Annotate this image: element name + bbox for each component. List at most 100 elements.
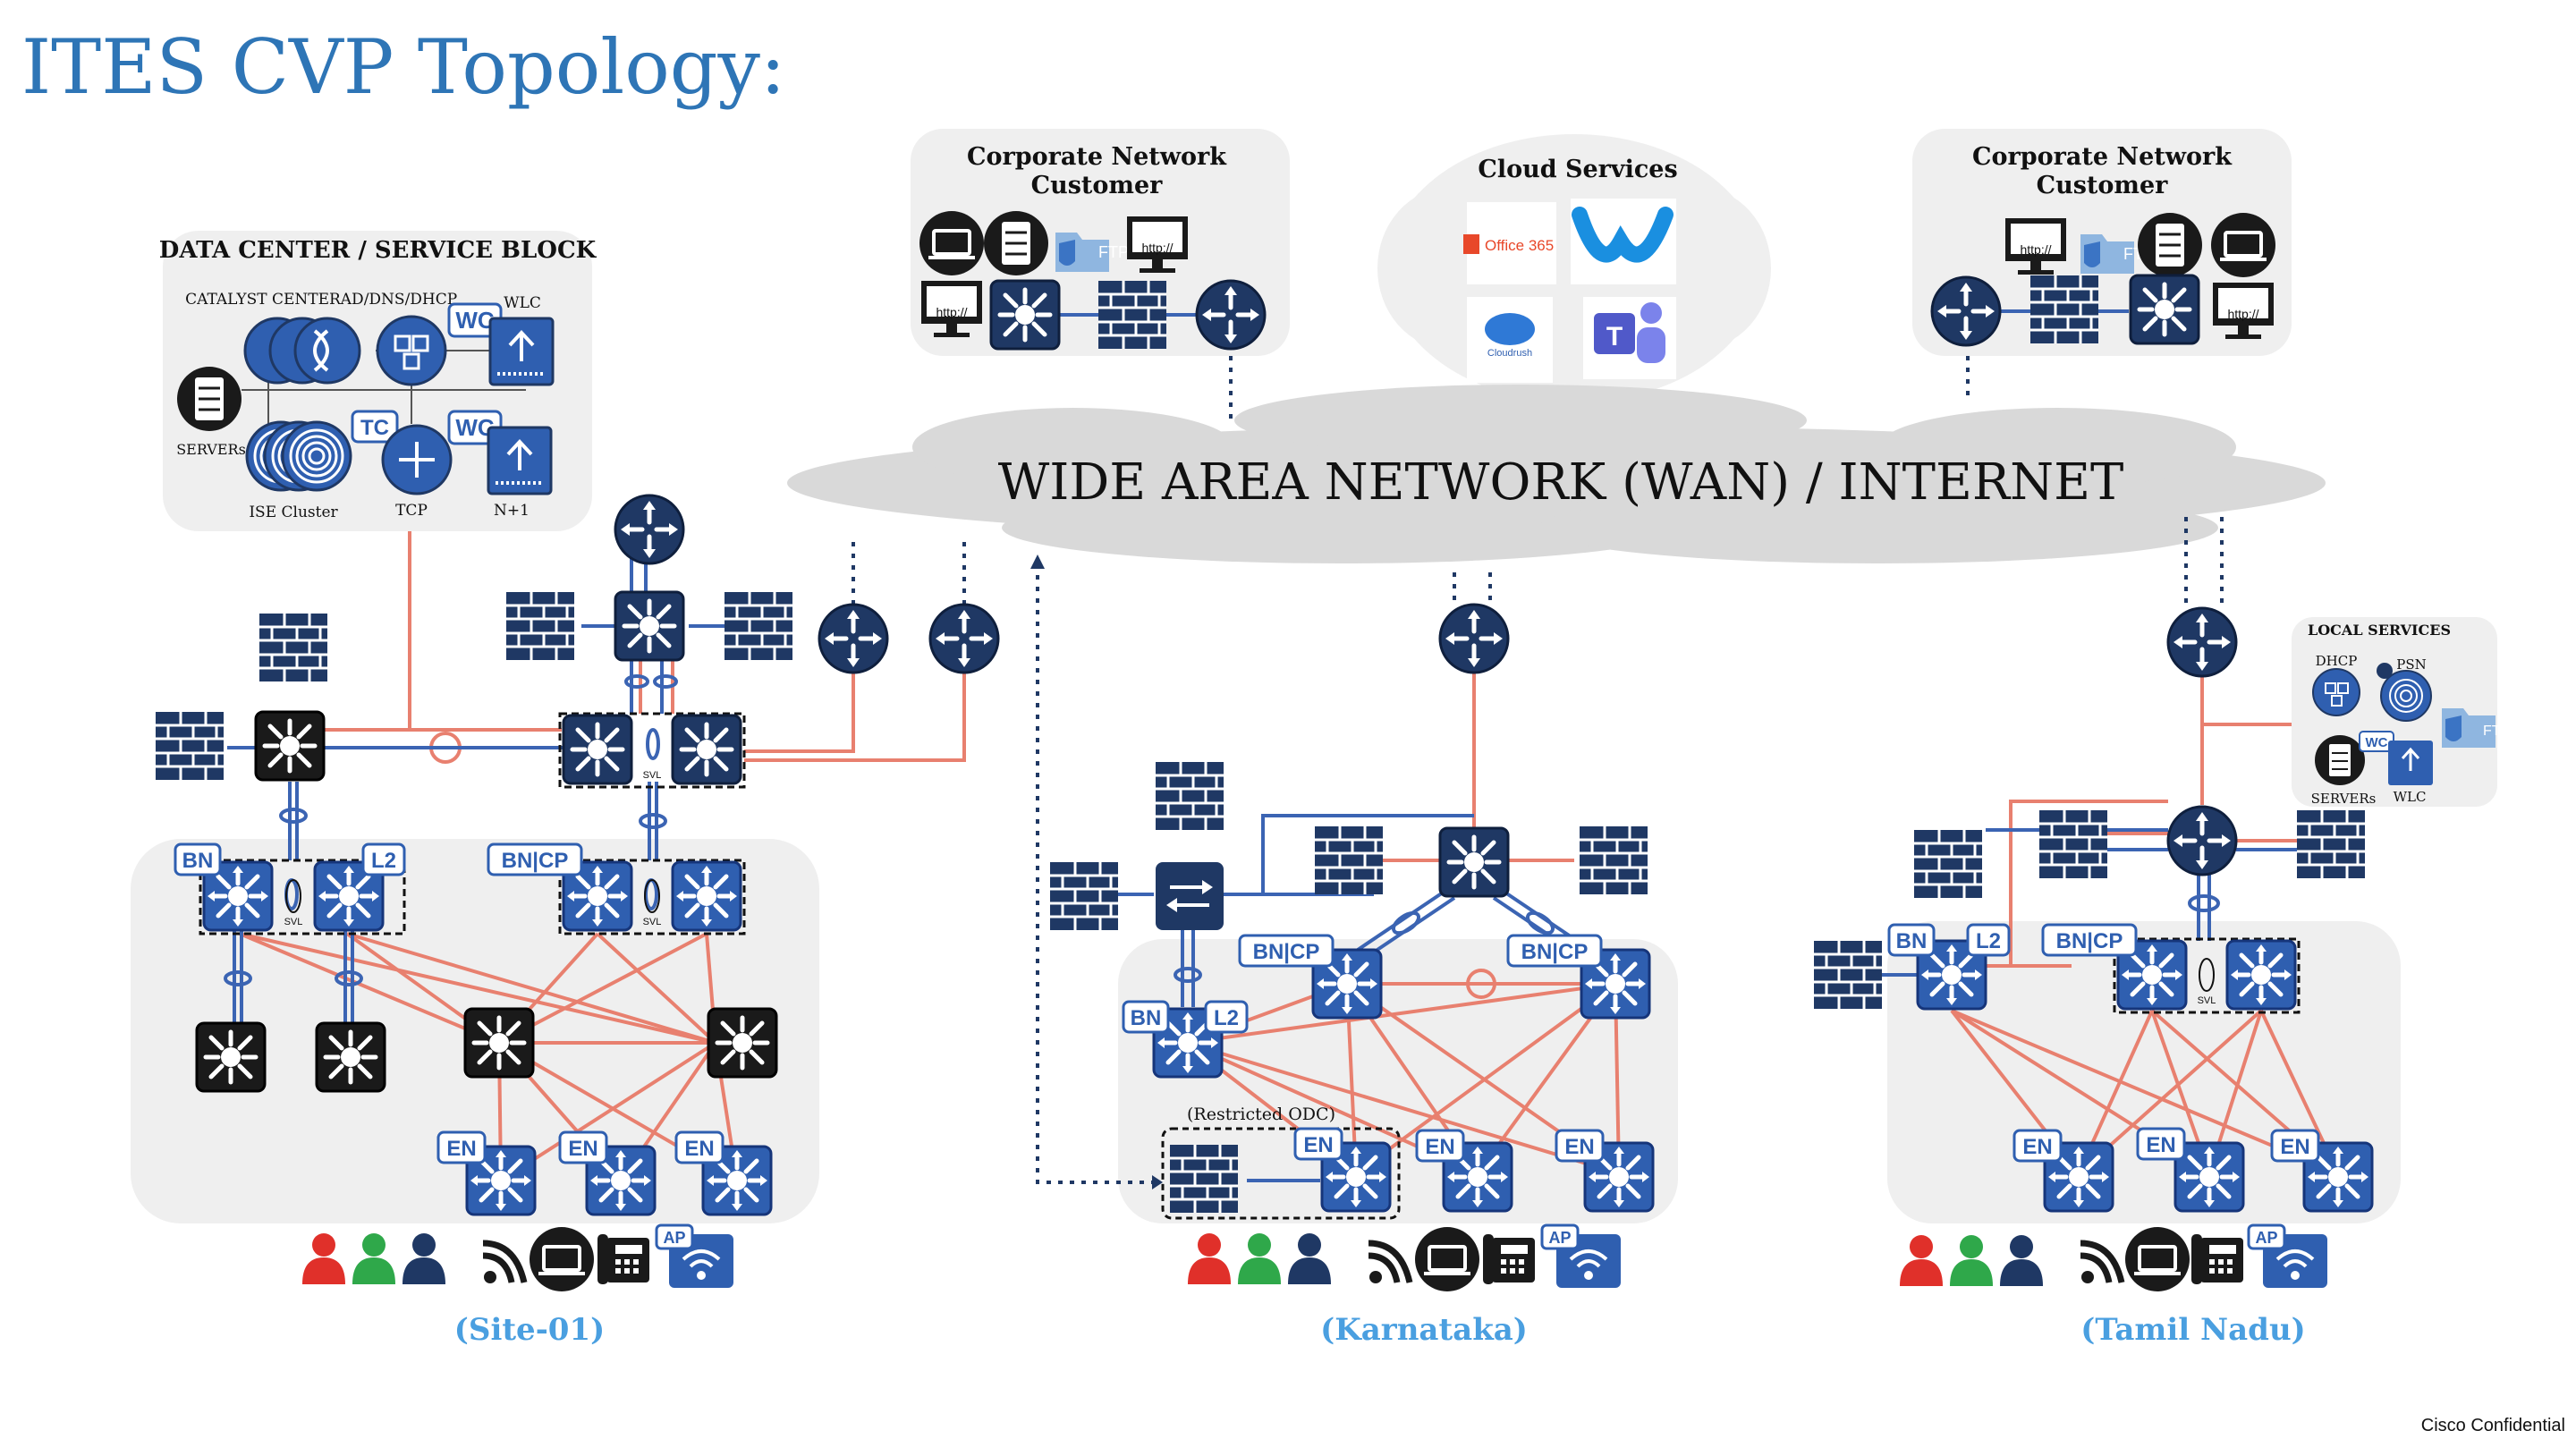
fw-site3-left [1812, 939, 1884, 1011]
ftp-label-local: FTP [2483, 724, 2510, 739]
core-switch-site1-left [256, 712, 324, 780]
l2-tag-site1: L2 [361, 842, 406, 876]
switch-icon-corp-left [991, 281, 1059, 349]
firewall-icon-corp-right [2029, 274, 2100, 345]
tc-tag: TC [351, 410, 399, 444]
ap-tag-site3: AP [2247, 1223, 2286, 1250]
svg-text:L2: L2 [1214, 1006, 1239, 1030]
svg-text:TC: TC [360, 416, 389, 440]
laptop-icon-site2 [1413, 1225, 1481, 1293]
firewall-icon-corp-left [1097, 279, 1168, 351]
phone-icon-site2 [1483, 1234, 1535, 1284]
bncp-tag-site1: BN|CP [487, 842, 583, 876]
tcp-label: TCP [395, 502, 428, 520]
en-tag-site3-a: EN [2012, 1129, 2063, 1163]
fw-left-site2 [1048, 860, 1120, 932]
core-switch-site1-b [673, 715, 741, 783]
bncp-tag-site2-a: BN|CP [1238, 934, 1335, 968]
catalyst-label: CATALYST CENTER [185, 291, 342, 309]
fw-site3-c [1912, 828, 1984, 900]
wan-cloud [787, 385, 2326, 563]
restricted-odc-box [1161, 1127, 1401, 1220]
en-tag-site2-c: EN [1555, 1129, 1605, 1163]
server-icon-corp-right [2136, 211, 2204, 279]
laptop-icon-site3 [2123, 1225, 2191, 1293]
laptop-icon-corp-left [918, 209, 986, 277]
wlc-icon-local [2388, 741, 2433, 785]
cloud-app-label: Cloudrush [1487, 348, 1532, 359]
webex-icon [1571, 199, 1676, 284]
cloud-app-icon: Cloudrush [1467, 297, 1553, 383]
cloud-services-title: Cloud Services [1478, 156, 1677, 183]
footer-confidential: Cisco Confidential [2421, 1416, 2565, 1435]
svg-text:EN: EN [1425, 1135, 1454, 1159]
bn-tag-site3: BN [1887, 923, 1936, 957]
user-icons-site1 [302, 1233, 445, 1284]
wlc-label: WLC [504, 294, 541, 312]
phone-icon-site1 [597, 1234, 649, 1284]
ise-label: ISE Cluster [249, 504, 338, 521]
site2-label: (Karnataka) [1320, 1312, 1528, 1348]
fw-left-site1 [154, 710, 225, 782]
dist-switch-site1-b [708, 1009, 776, 1077]
wlc-icon-bottom [487, 426, 553, 495]
en-tag-site3-c: EN [2270, 1129, 2320, 1163]
wc-tag-local: WC [2359, 731, 2394, 752]
fw-site3-a [2038, 808, 2109, 880]
user-icons-site3 [1900, 1235, 2043, 1286]
en-tag-site1-c: EN [674, 1130, 724, 1164]
restricted-odc-label: (Restricted ODC) [1187, 1105, 1335, 1124]
bncp-switch-site3-b [2227, 941, 2295, 1009]
edge-router-top-site1 [615, 495, 683, 563]
wireless-icon-site3 [2080, 1243, 2122, 1283]
corp-left-title-2: Customer [1031, 172, 1164, 199]
svl-pair-core-site1 [558, 712, 746, 789]
site2-panel [1118, 939, 1678, 1223]
tcp-router-icon [381, 424, 453, 495]
svg-text:EN: EN [1303, 1133, 1333, 1157]
svg-text:EN: EN [2022, 1135, 2052, 1159]
edge-switch-site1 [615, 592, 683, 660]
en-tag-site2-b: EN [1415, 1129, 1465, 1163]
dc-fw-site1 [258, 612, 329, 683]
svg-text:AP: AP [663, 1229, 685, 1247]
svl-pair-bncp-site1 [558, 859, 746, 935]
svg-text:EN: EN [568, 1137, 597, 1161]
en-tag-site1-a: EN [436, 1130, 487, 1164]
wc-tag-top: WC [447, 302, 503, 338]
access-switch-site1-a [197, 1023, 265, 1091]
router-icon-corp-right [1932, 277, 2000, 345]
addns-label: AD/DNS/DHCP [340, 291, 457, 309]
svg-text:EN: EN [684, 1137, 714, 1161]
svg-text:WC: WC [455, 307, 495, 334]
laptop-icon-corp-right [2209, 211, 2277, 279]
corp-left-title-1: Corporate Network [967, 143, 1227, 171]
en-tag-site2-a: EN [1293, 1127, 1343, 1161]
svl-label-bncp-site1: SVL [643, 917, 662, 927]
site3-label: (Tamil Nadu) [2080, 1312, 2306, 1348]
psn-label: PSN [2396, 656, 2427, 673]
core-switch-site1-a [564, 715, 631, 783]
fw-mid-left-site1 [504, 590, 576, 662]
svg-text:BN: BN [182, 849, 214, 873]
l3-switch-site2 [1156, 862, 1224, 930]
svg-text:AP: AP [1548, 1229, 1571, 1247]
psn-icon [2377, 663, 2432, 722]
laptop-icon-site1 [528, 1225, 596, 1293]
svg-text:WC: WC [2366, 735, 2388, 750]
svl-label-bn-site1: SVL [284, 917, 303, 927]
svg-text:AP: AP [2255, 1229, 2277, 1247]
page-title: ITES CVP Topology: [21, 23, 785, 111]
fw-mid-right-site2 [1578, 825, 1649, 896]
router-icon-corp-left [1197, 281, 1265, 349]
dhcp-label: DHCP [2316, 653, 2358, 669]
core-switch-site2 [1440, 828, 1508, 896]
bncp-switch-site1-b [673, 862, 741, 930]
catalyst-center-icon [243, 317, 361, 385]
server-icon-dc [175, 365, 243, 433]
svg-text:EN: EN [446, 1137, 476, 1161]
phone-icon-site3 [2191, 1234, 2243, 1284]
wan-router-site2 [1440, 605, 1508, 673]
l2-tag-site2: L2 [1204, 1000, 1249, 1034]
